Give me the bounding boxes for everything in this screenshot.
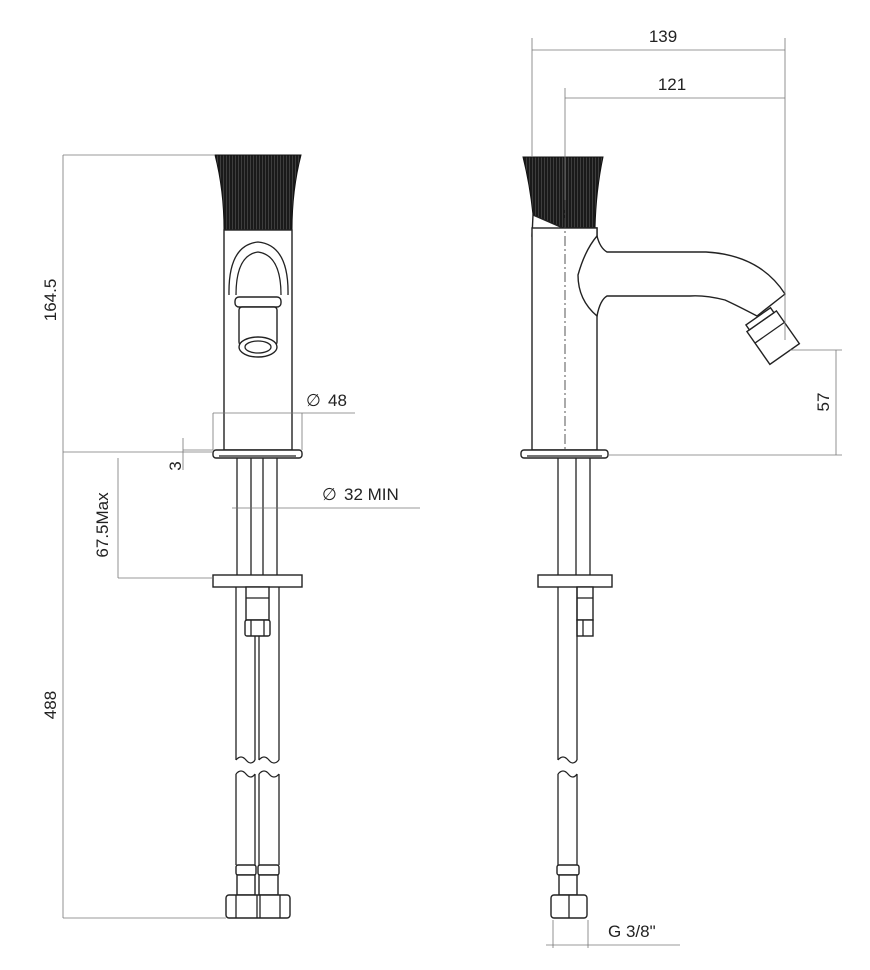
side-view bbox=[520, 156, 801, 919]
diameter-symbol-icon: ∅ bbox=[306, 391, 321, 410]
dim-deck-thickness: 67.5Max bbox=[93, 492, 112, 558]
aerator-outlet bbox=[238, 336, 278, 358]
side-dimensions: 139 121 57 G 3/8" bbox=[531, 27, 842, 948]
dim-connection-thread: G 3/8" bbox=[608, 922, 656, 941]
spout-side bbox=[577, 234, 786, 318]
spout-front bbox=[228, 241, 289, 296]
fixing-plate-front bbox=[212, 574, 303, 588]
rods-front bbox=[236, 458, 278, 575]
dim-hole-diameter: 32 MIN bbox=[344, 485, 399, 504]
hex-nut-front bbox=[225, 894, 291, 919]
fixing-plate-side bbox=[537, 574, 613, 588]
dim-spout-projection: 121 bbox=[658, 75, 686, 94]
dim-hose-length: 488 bbox=[41, 691, 60, 719]
dim-total-projection: 139 bbox=[649, 27, 677, 46]
front-view bbox=[212, 154, 303, 919]
rods-side bbox=[557, 458, 591, 575]
diameter-symbol-icon-2: ∅ bbox=[322, 485, 337, 504]
base-plate-side bbox=[520, 449, 609, 459]
nozzle-ring bbox=[234, 296, 282, 308]
front-dimensions: 164.5 488 67.5Max 3 ∅ 48 ∅ 32 MIN bbox=[41, 154, 420, 919]
dim-overall-height: 164.5 bbox=[41, 279, 60, 322]
dim-spout-height: 57 bbox=[814, 393, 833, 412]
dim-plate-thickness: 3 bbox=[166, 461, 185, 470]
hoses-front bbox=[225, 586, 291, 919]
base-plate-front bbox=[212, 449, 303, 459]
aerator-side bbox=[744, 306, 801, 366]
dim-base-diameter: 48 bbox=[328, 391, 347, 410]
handle-front bbox=[214, 154, 302, 231]
hose-side bbox=[550, 586, 594, 919]
